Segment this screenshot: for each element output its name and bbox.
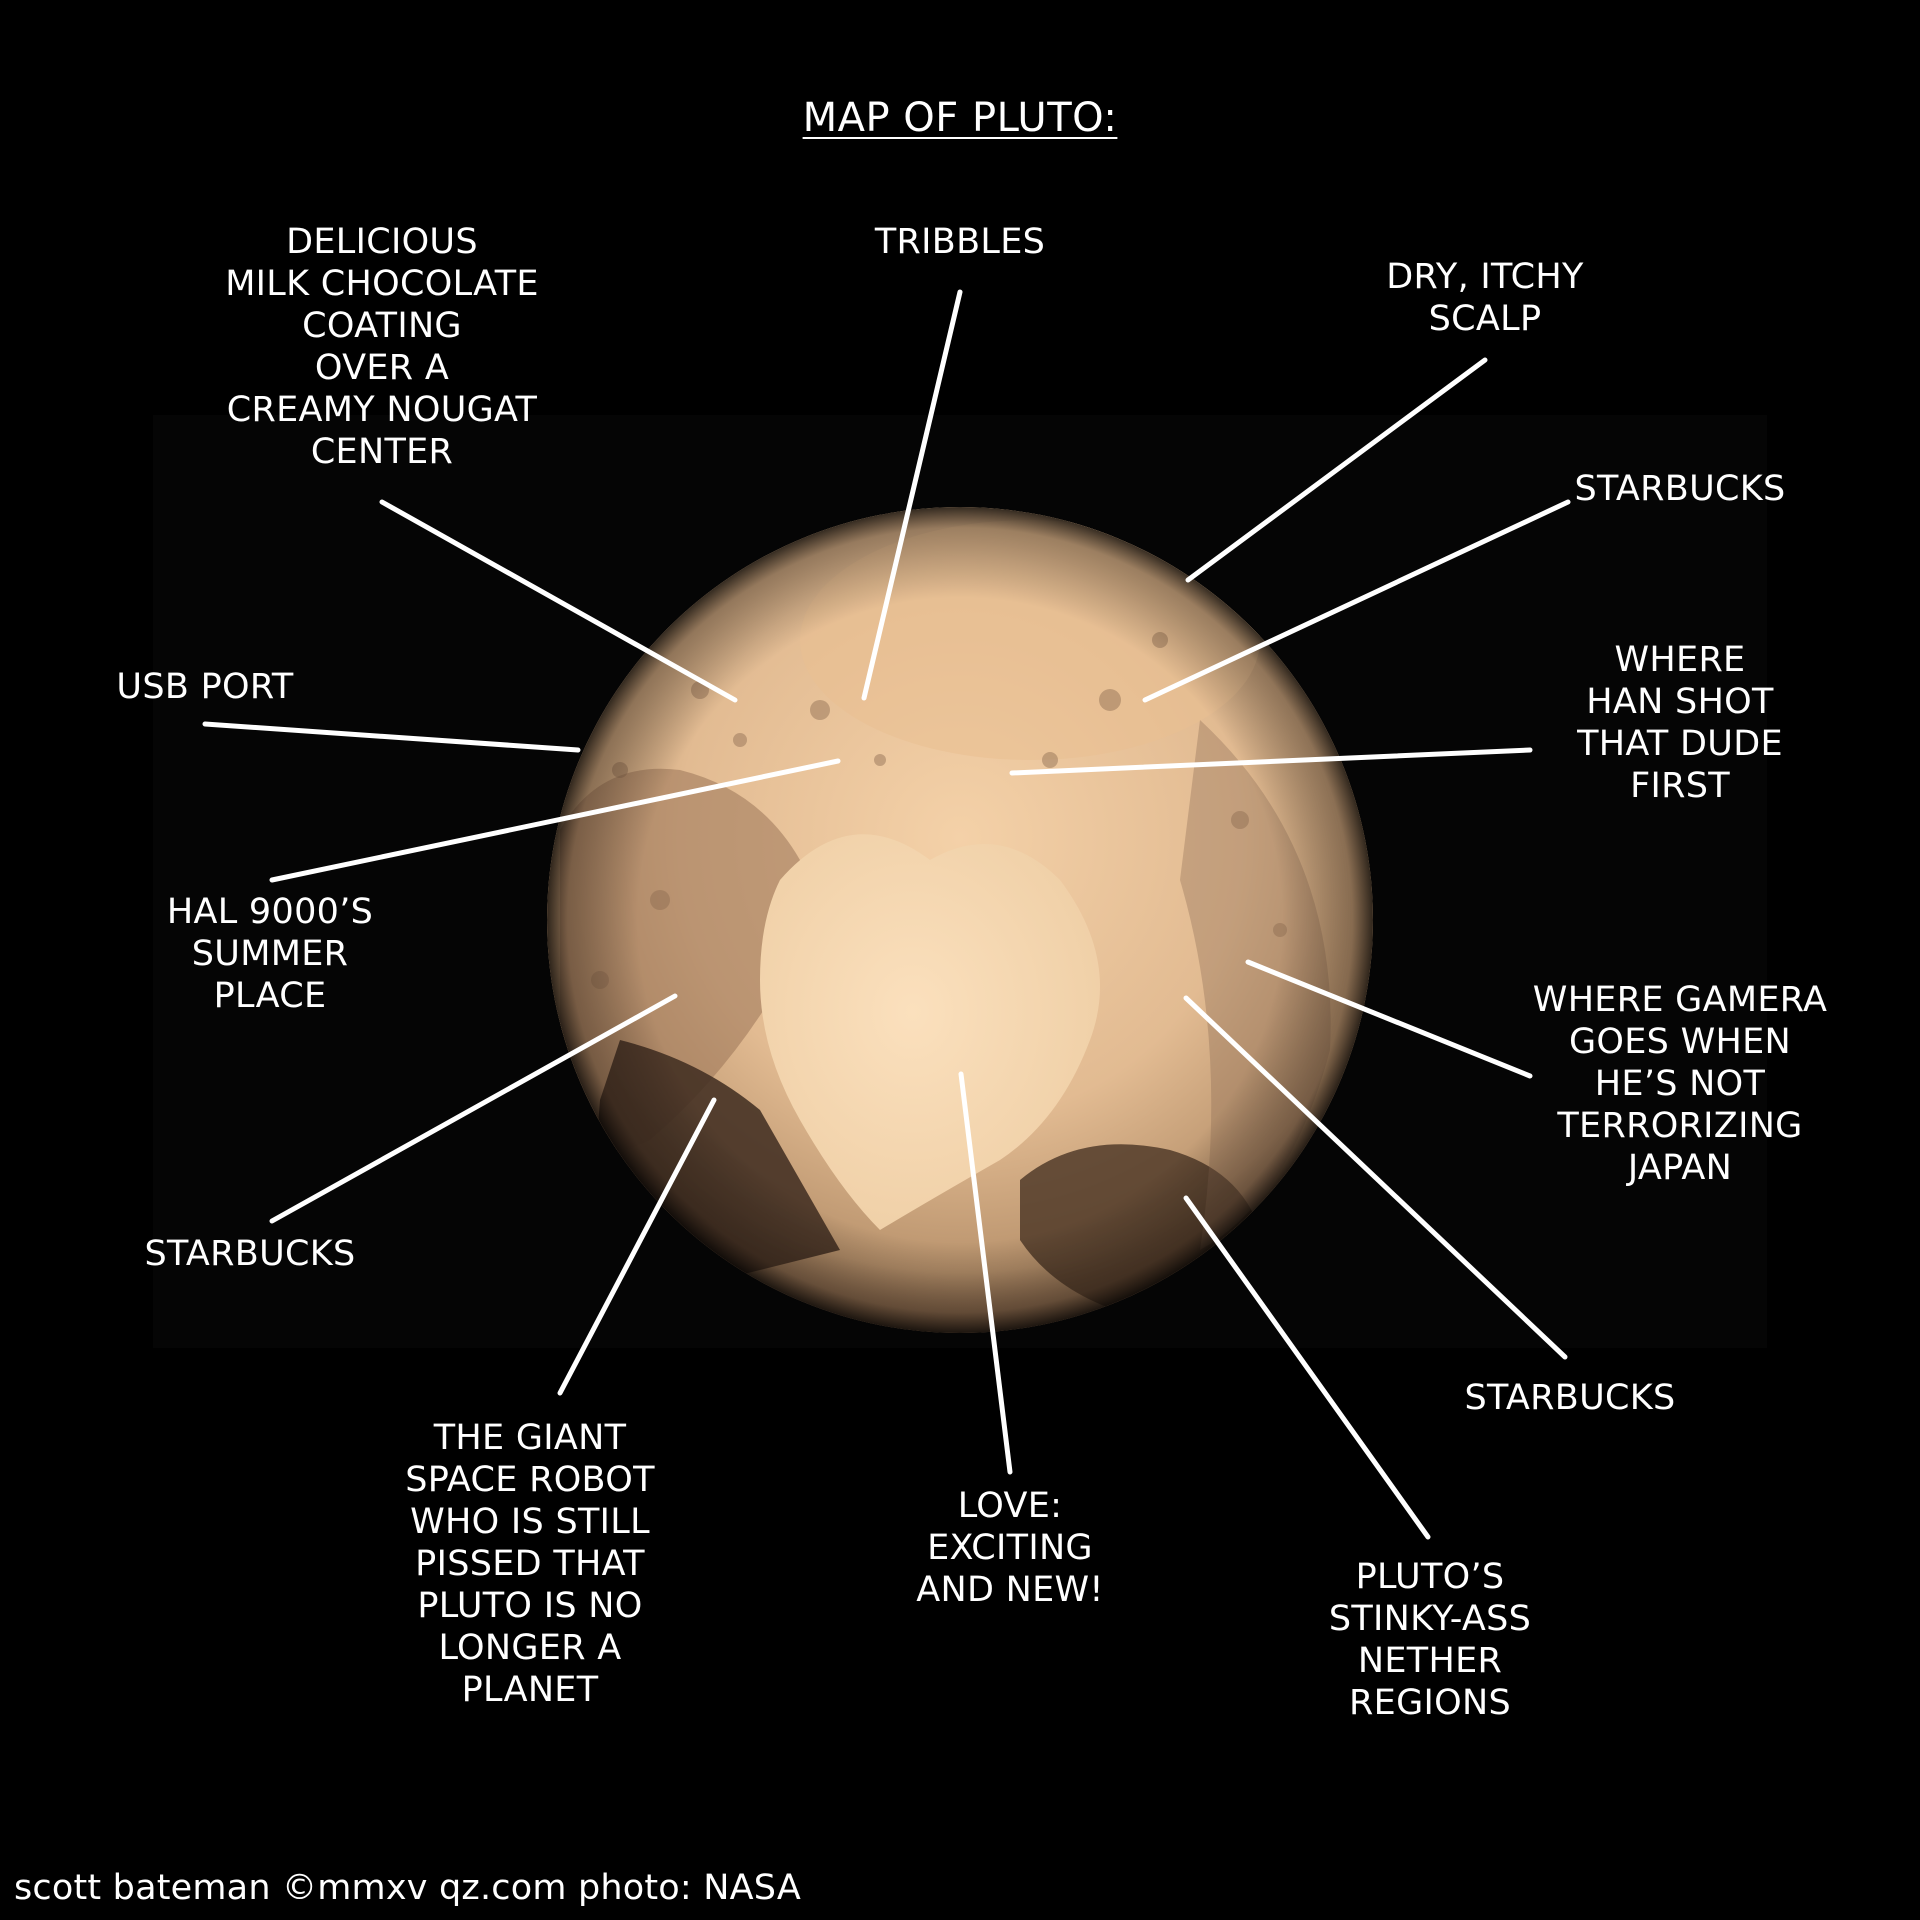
credit-line: scott bateman ©mmxv qz.com photo: NASA [14, 1868, 801, 1908]
label-starbucks-sw: STARBUCKS [144, 1234, 356, 1274]
leader-line-starbucks-se [1183, 995, 1568, 1360]
leader-line-love [958, 1071, 1013, 1475]
label-han: WHERE HAN SHOT THAT DUDE FIRST [1577, 640, 1783, 806]
label-chocolate: DELICIOUS MILK CHOCOLATE COATING OVER A … [225, 222, 539, 472]
leader-line-starbucks-sw [269, 993, 678, 1224]
leader-line-hal [269, 758, 841, 883]
label-hal: HAL 9000’S SUMMER PLACE [166, 892, 374, 1016]
leader-line-tribbles [861, 289, 963, 701]
leader-line-usb [202, 721, 581, 753]
leader-line-chocolate [379, 499, 738, 703]
leader-line-scalp [1185, 357, 1488, 583]
label-tribbles: TRIBBLES [874, 222, 1046, 262]
label-robot: THE GIANT SPACE ROBOT WHO IS STILL PISSE… [405, 1418, 655, 1710]
label-gamera: WHERE GAMERA GOES WHEN HE’S NOT TERRORIZ… [1532, 980, 1828, 1188]
page-title: MAP OF PLUTO: [802, 95, 1118, 141]
leader-line-han [1009, 747, 1533, 776]
leader-line-gamera [1245, 959, 1533, 1079]
label-love: LOVE: EXCITING AND NEW! [916, 1486, 1104, 1610]
leader-lines [202, 289, 1571, 1540]
leader-line-nether [1183, 1195, 1431, 1540]
label-scalp: DRY, ITCHY SCALP [1386, 257, 1584, 339]
label-starbucks-ne: STARBUCKS [1574, 469, 1786, 509]
leader-line-starbucks-ne [1142, 499, 1571, 703]
label-nether: PLUTO’S STINKY-ASS NETHER REGIONS [1328, 1557, 1532, 1723]
label-starbucks-se: STARBUCKS [1464, 1378, 1676, 1418]
pluto-planet [547, 507, 1373, 1333]
label-usb: USB PORT [116, 667, 294, 707]
leader-line-robot [557, 1097, 717, 1396]
